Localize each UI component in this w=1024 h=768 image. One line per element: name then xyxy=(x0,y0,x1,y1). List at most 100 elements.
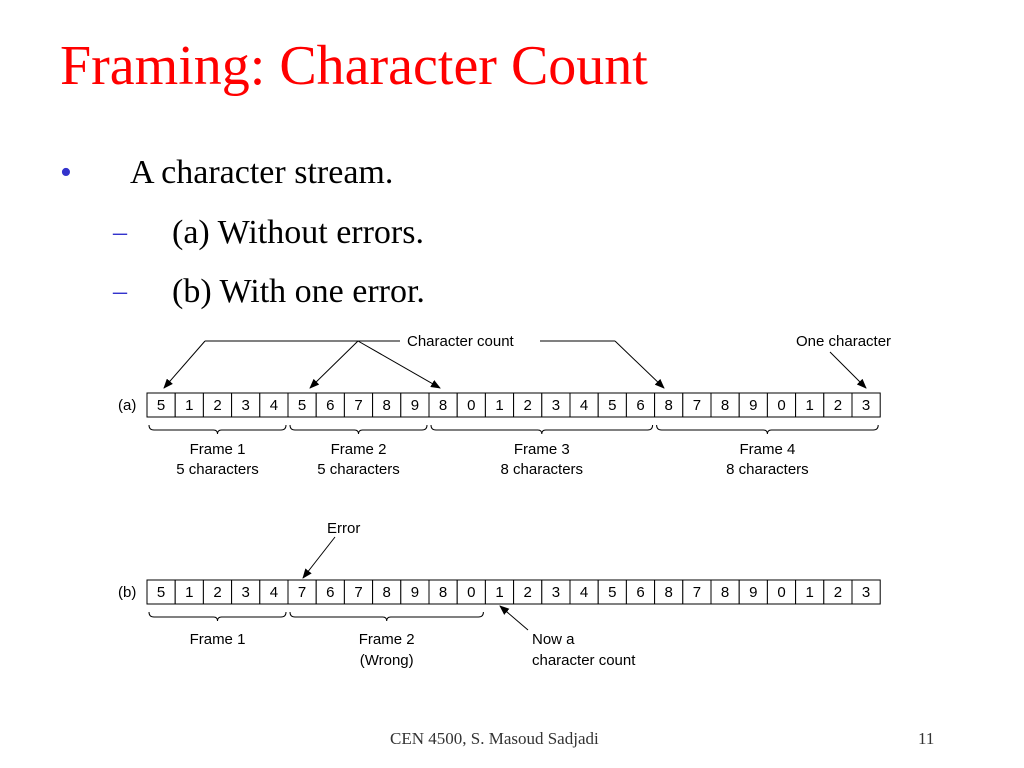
row_a-cell-value: 0 xyxy=(467,397,475,414)
row_a-cell-box xyxy=(766,392,797,418)
row_a-cell-value: 9 xyxy=(749,397,757,414)
error-label: Error xyxy=(327,520,360,537)
row_a-cell-value: 7 xyxy=(693,397,701,414)
row_b-cell-value: 3 xyxy=(242,584,250,601)
row_b-cell-value: 3 xyxy=(552,584,560,601)
row_a-cell-value: 4 xyxy=(270,397,278,414)
row_a-cell-box xyxy=(541,392,571,418)
row_a-cell-box xyxy=(202,392,233,418)
row_b-cell-value: 4 xyxy=(580,584,588,601)
row_a-cell-value: 8 xyxy=(439,397,447,414)
row_b-cell-box xyxy=(710,579,740,605)
row_a-cell-box xyxy=(654,392,684,418)
row_a-frame-name: Frame 2 xyxy=(331,441,387,458)
row-a-label: (a) xyxy=(118,397,136,414)
row_b-cell-box xyxy=(315,579,345,605)
row_b-cell-value: 5 xyxy=(157,584,165,601)
row_b-cell-value: 8 xyxy=(439,584,447,601)
row_b-cell-value: 5 xyxy=(608,584,616,601)
row_b-cell-box xyxy=(259,579,289,605)
row_b-cell-value: 1 xyxy=(185,584,193,601)
sub-item-b: (b) With one error. xyxy=(172,273,425,310)
row_a-cell-value: 0 xyxy=(777,397,785,414)
row_b-cell-value: 0 xyxy=(467,584,475,601)
row_a-frame-brace xyxy=(656,424,879,435)
character-count-lower-label: character count xyxy=(532,652,636,669)
row_b-cell-value: 7 xyxy=(354,584,362,601)
row_a-frame-brace xyxy=(289,424,428,435)
row_b-cell-box xyxy=(146,579,176,605)
row_a-cell-value: 7 xyxy=(354,397,362,414)
row_a-cell-value: 2 xyxy=(213,397,221,414)
row_a-frame-chars: 8 characters xyxy=(501,461,584,478)
row_b-cell-value: 8 xyxy=(383,584,391,601)
character-count-arrows xyxy=(163,340,867,389)
row_a-cell-value: 6 xyxy=(636,397,644,414)
row_b-cell-value: 2 xyxy=(834,584,842,601)
row_a-cell-box xyxy=(625,392,656,418)
row_b-cell-value: 4 xyxy=(270,584,278,601)
row_a-cell-box xyxy=(231,392,261,418)
row_a-frame-chars: 5 characters xyxy=(317,461,400,478)
row_b-cell-value: 2 xyxy=(213,584,221,601)
row_a-frame-brace xyxy=(148,424,287,435)
row_a-frame-chars: 5 characters xyxy=(176,461,259,478)
bullet-text: A character stream. xyxy=(130,154,394,191)
row_b-cell-value: 1 xyxy=(495,584,503,601)
bullet-mark: • xyxy=(60,154,72,191)
row_b-frame-brace xyxy=(289,611,484,622)
row_a-cell-box xyxy=(682,392,712,418)
row_b-cell-box xyxy=(287,579,317,605)
row_a-cell-value: 3 xyxy=(242,397,250,414)
row_b-cell-value: 8 xyxy=(721,584,729,601)
row_a-cell-value: 4 xyxy=(580,397,588,414)
row_b-cell-box xyxy=(795,579,825,605)
row_a-cell-box xyxy=(710,392,740,418)
sub-bullet-mark-b: – xyxy=(113,276,127,307)
row_b-cell-value: 7 xyxy=(298,584,306,601)
row_b-cell-box xyxy=(174,579,204,605)
row_a-frame-name: Frame 3 xyxy=(514,441,570,458)
row-b-label: (b) xyxy=(118,584,136,601)
row_a-cell-value: 1 xyxy=(185,397,193,414)
row_a-cell-value: 3 xyxy=(862,397,870,414)
row_a-cell-box xyxy=(851,392,881,418)
row_b-frame-name: Frame 2 xyxy=(359,631,415,648)
row_a-cell-box xyxy=(456,392,486,418)
error-arrow xyxy=(302,536,336,579)
row_b-cell-box xyxy=(372,579,402,605)
row_a-frame-name: Frame 1 xyxy=(190,441,246,458)
row_b-cell-box xyxy=(541,579,571,605)
row_a-cell-value: 8 xyxy=(721,397,729,414)
row_a-cell-value: 3 xyxy=(552,397,560,414)
row_a-cell-value: 5 xyxy=(298,397,306,414)
row_b-cell-box xyxy=(851,579,881,605)
row_b-cell-value: 9 xyxy=(749,584,757,601)
row_b-cell-value: 2 xyxy=(524,584,532,601)
row_a-cell-box xyxy=(795,392,825,418)
character-count-label: Character count xyxy=(407,333,515,350)
row_b-cell-box xyxy=(513,579,543,605)
row_a-cell-box xyxy=(597,392,627,418)
row_b-cell-value: 0 xyxy=(777,584,785,601)
row_b-cell-value: 7 xyxy=(693,584,701,601)
row_a-cell-box xyxy=(372,392,402,418)
row_b-cell-box xyxy=(231,579,261,605)
row_a-cell-box xyxy=(315,392,345,418)
row_a-frame-brace xyxy=(430,424,654,435)
row_a-cell-value: 5 xyxy=(608,397,616,414)
row_a-cell-value: 2 xyxy=(834,397,842,414)
row_b-cell-box xyxy=(597,579,627,605)
row_a-cell-value: 1 xyxy=(806,397,814,414)
row_b-frame-chars: (Wrong) xyxy=(360,652,414,669)
now-a-count-arrow xyxy=(499,605,529,631)
row_b-cell-value: 3 xyxy=(862,584,870,601)
row_b-cell-box xyxy=(738,579,768,605)
sub-bullet-mark-a: – xyxy=(113,217,127,248)
row_b-frame-name: Frame 1 xyxy=(190,631,246,648)
row_b-frame-brace xyxy=(148,611,287,622)
row_a-cell-value: 6 xyxy=(326,397,334,414)
row_a-cell-box xyxy=(146,392,176,418)
